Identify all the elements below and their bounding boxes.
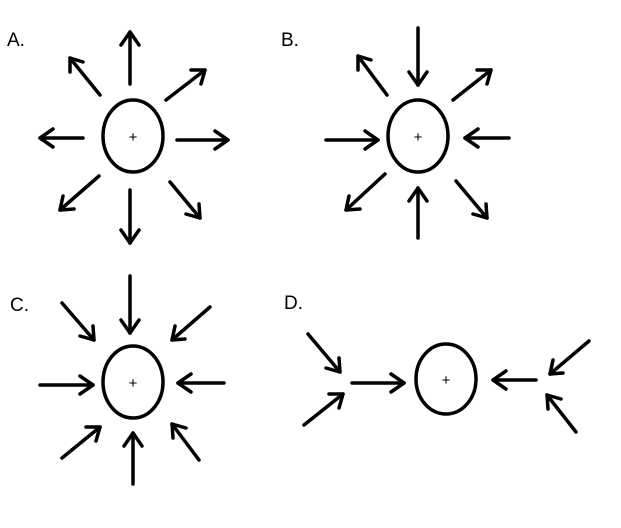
- arrow-d-left-upper: [306, 332, 342, 374]
- charge-circle-a: [101, 98, 165, 174]
- arrow-a-right: [175, 129, 230, 151]
- arrow-c-top-inward: [119, 274, 141, 335]
- arrow-c-upright-inward: [170, 305, 212, 342]
- option-label-c: C.: [10, 295, 29, 316]
- arrow-c-downright-inward: [170, 422, 201, 462]
- panel-c-arrows: [38, 274, 226, 486]
- arrow-a-downleft: [58, 174, 101, 212]
- charge-sign-d: +: [442, 372, 451, 389]
- arrow-a-upright: [164, 68, 207, 102]
- arrow-b-bottom-inward: [407, 186, 429, 240]
- arrow-b-upleft-outward: [356, 54, 389, 97]
- arrow-d-right-upper: [548, 339, 591, 376]
- option-label-a: A.: [7, 30, 25, 51]
- arrow-b-downleft-outward: [344, 172, 387, 212]
- arrow-b-top-inward: [407, 26, 429, 87]
- arrow-d-left-lower: [302, 392, 345, 427]
- panel-c: C. +: [10, 274, 226, 486]
- arrow-c-downleft-inward: [60, 425, 102, 460]
- arrow-c-upleft-inward: [60, 301, 96, 342]
- arrow-c-left-inward: [38, 374, 95, 396]
- option-label-b: B.: [281, 30, 299, 51]
- arrow-a-downright: [168, 180, 202, 220]
- panel-d: D. +: [284, 293, 591, 434]
- panel-a: A. +: [7, 30, 230, 245]
- arrow-d-right-horizontal: [491, 369, 538, 391]
- charge-sign-a: +: [129, 129, 138, 146]
- charge-circle-b: [386, 98, 450, 174]
- panel-a-arrows: [38, 30, 230, 245]
- arrow-d-right-lower: [545, 393, 578, 434]
- option-label-d: D.: [284, 293, 303, 314]
- arrow-a-left: [38, 127, 85, 149]
- arrow-a-down: [119, 188, 141, 245]
- charge-sign-b: +: [414, 129, 423, 146]
- panel-b: B. +: [281, 26, 511, 240]
- arrow-d-left-horizontal: [350, 372, 406, 394]
- arrow-b-right-inward: [463, 127, 511, 149]
- arrow-c-bottom-inward: [122, 431, 144, 486]
- charge-sign-c: +: [129, 375, 138, 392]
- panel-b-arrows: [324, 26, 511, 240]
- arrow-b-upright-outward: [451, 68, 493, 102]
- arrow-b-left-inward: [324, 129, 380, 151]
- arrow-a-upleft: [68, 56, 102, 97]
- charge-circle-d: [414, 342, 478, 416]
- arrow-c-right-inward: [176, 372, 226, 394]
- arrow-b-downright-outward: [454, 179, 489, 220]
- charge-circle-c: [101, 344, 165, 420]
- panel-d-arrows: [302, 332, 591, 434]
- arrow-a-up: [119, 30, 141, 86]
